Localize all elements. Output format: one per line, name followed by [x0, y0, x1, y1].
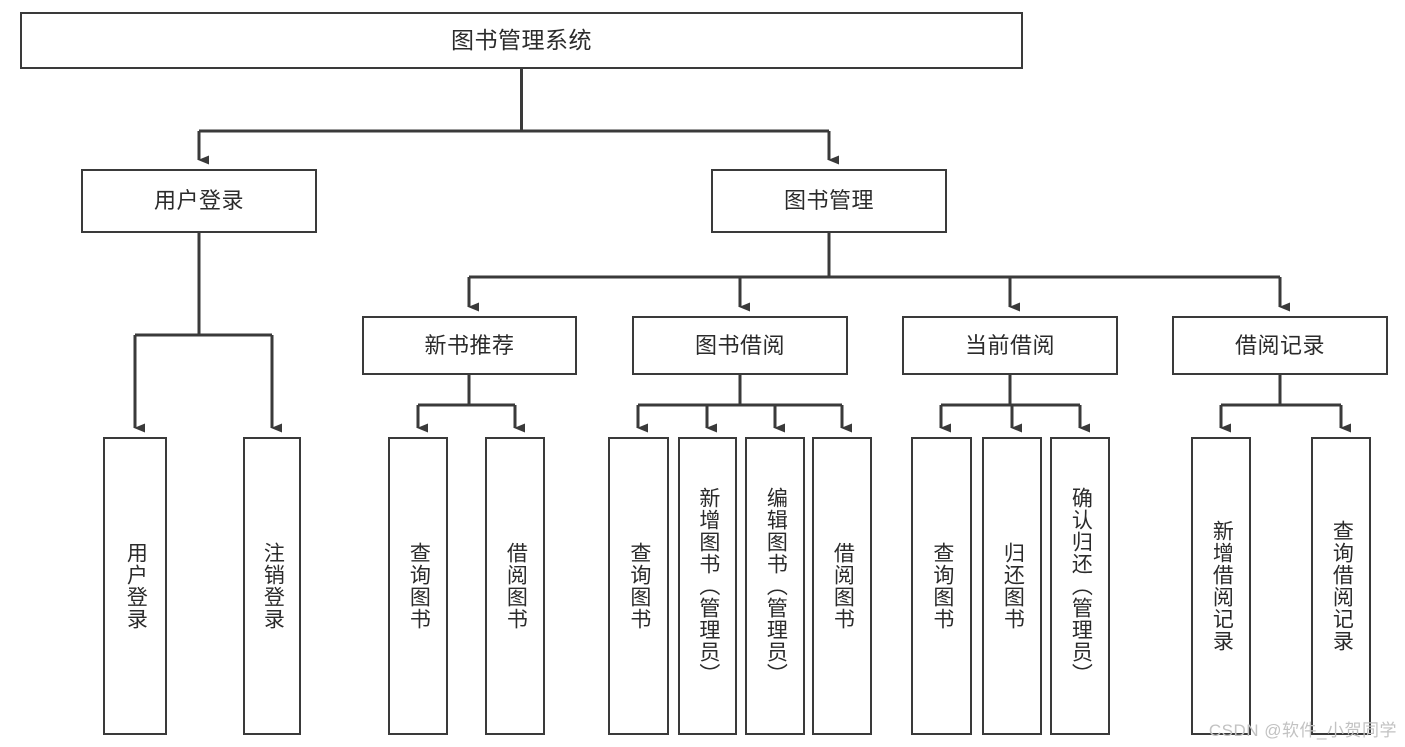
node-leaf-user-login-label: 用户登录 [124, 542, 148, 630]
node-root[interactable]: 图书管理系统 [20, 12, 1023, 69]
node-leaf-borrow-book-2-label: 借阅图书 [831, 542, 855, 630]
node-book-borrow-label: 图书借阅 [694, 332, 785, 358]
node-leaf-logout-label: 注销登录 [261, 542, 285, 630]
node-new-book-recommend[interactable]: 新书推荐 [362, 316, 577, 375]
node-user-login[interactable]: 用户登录 [81, 169, 317, 233]
node-borrow-record-label: 借阅记录 [1234, 332, 1325, 358]
node-leaf-return-book-label: 归还图书 [1001, 542, 1025, 630]
node-book-management-label: 图书管理 [783, 188, 874, 214]
node-leaf-borrow-book-1-label: 借阅图书 [504, 542, 528, 630]
node-leaf-borrow-book-1[interactable]: 借阅图书 [485, 437, 545, 735]
node-current-borrow-label: 当前借阅 [964, 332, 1055, 358]
node-leaf-edit-book[interactable]: 编辑图书（管理员） [745, 437, 805, 735]
node-borrow-record[interactable]: 借阅记录 [1172, 316, 1388, 375]
node-root-label: 图书管理系统 [451, 27, 592, 54]
node-leaf-confirm-return[interactable]: 确认归还（管理员） [1050, 437, 1110, 735]
node-new-book-recommend-label: 新书推荐 [424, 332, 515, 358]
node-leaf-add-record[interactable]: 新增借阅记录 [1191, 437, 1251, 735]
node-book-management[interactable]: 图书管理 [711, 169, 947, 233]
node-user-login-label: 用户登录 [153, 188, 244, 214]
node-leaf-add-book-label: 新增图书（管理员） [696, 487, 720, 685]
node-leaf-query-book-2-label: 查询图书 [627, 542, 651, 630]
node-book-borrow[interactable]: 图书借阅 [632, 316, 848, 375]
node-leaf-confirm-return-label: 确认归还（管理员） [1069, 487, 1093, 685]
node-leaf-query-book-1[interactable]: 查询图书 [388, 437, 448, 735]
node-leaf-add-record-label: 新增借阅记录 [1210, 520, 1234, 652]
node-leaf-logout[interactable]: 注销登录 [243, 437, 301, 735]
node-leaf-add-book[interactable]: 新增图书（管理员） [678, 437, 737, 735]
node-leaf-user-login[interactable]: 用户登录 [103, 437, 167, 735]
node-leaf-query-book-1-label: 查询图书 [407, 542, 431, 630]
node-leaf-query-record-label: 查询借阅记录 [1330, 520, 1354, 652]
node-leaf-query-book-2[interactable]: 查询图书 [608, 437, 669, 735]
node-leaf-query-book-3[interactable]: 查询图书 [911, 437, 972, 735]
node-leaf-query-record[interactable]: 查询借阅记录 [1311, 437, 1371, 735]
node-current-borrow[interactable]: 当前借阅 [902, 316, 1118, 375]
node-leaf-borrow-book-2[interactable]: 借阅图书 [812, 437, 872, 735]
csdn-watermark: CSDN @软件_小贺同学 [1208, 721, 1397, 740]
node-leaf-query-book-3-label: 查询图书 [930, 542, 954, 630]
node-leaf-return-book[interactable]: 归还图书 [982, 437, 1042, 735]
node-leaf-edit-book-label: 编辑图书（管理员） [764, 487, 788, 685]
